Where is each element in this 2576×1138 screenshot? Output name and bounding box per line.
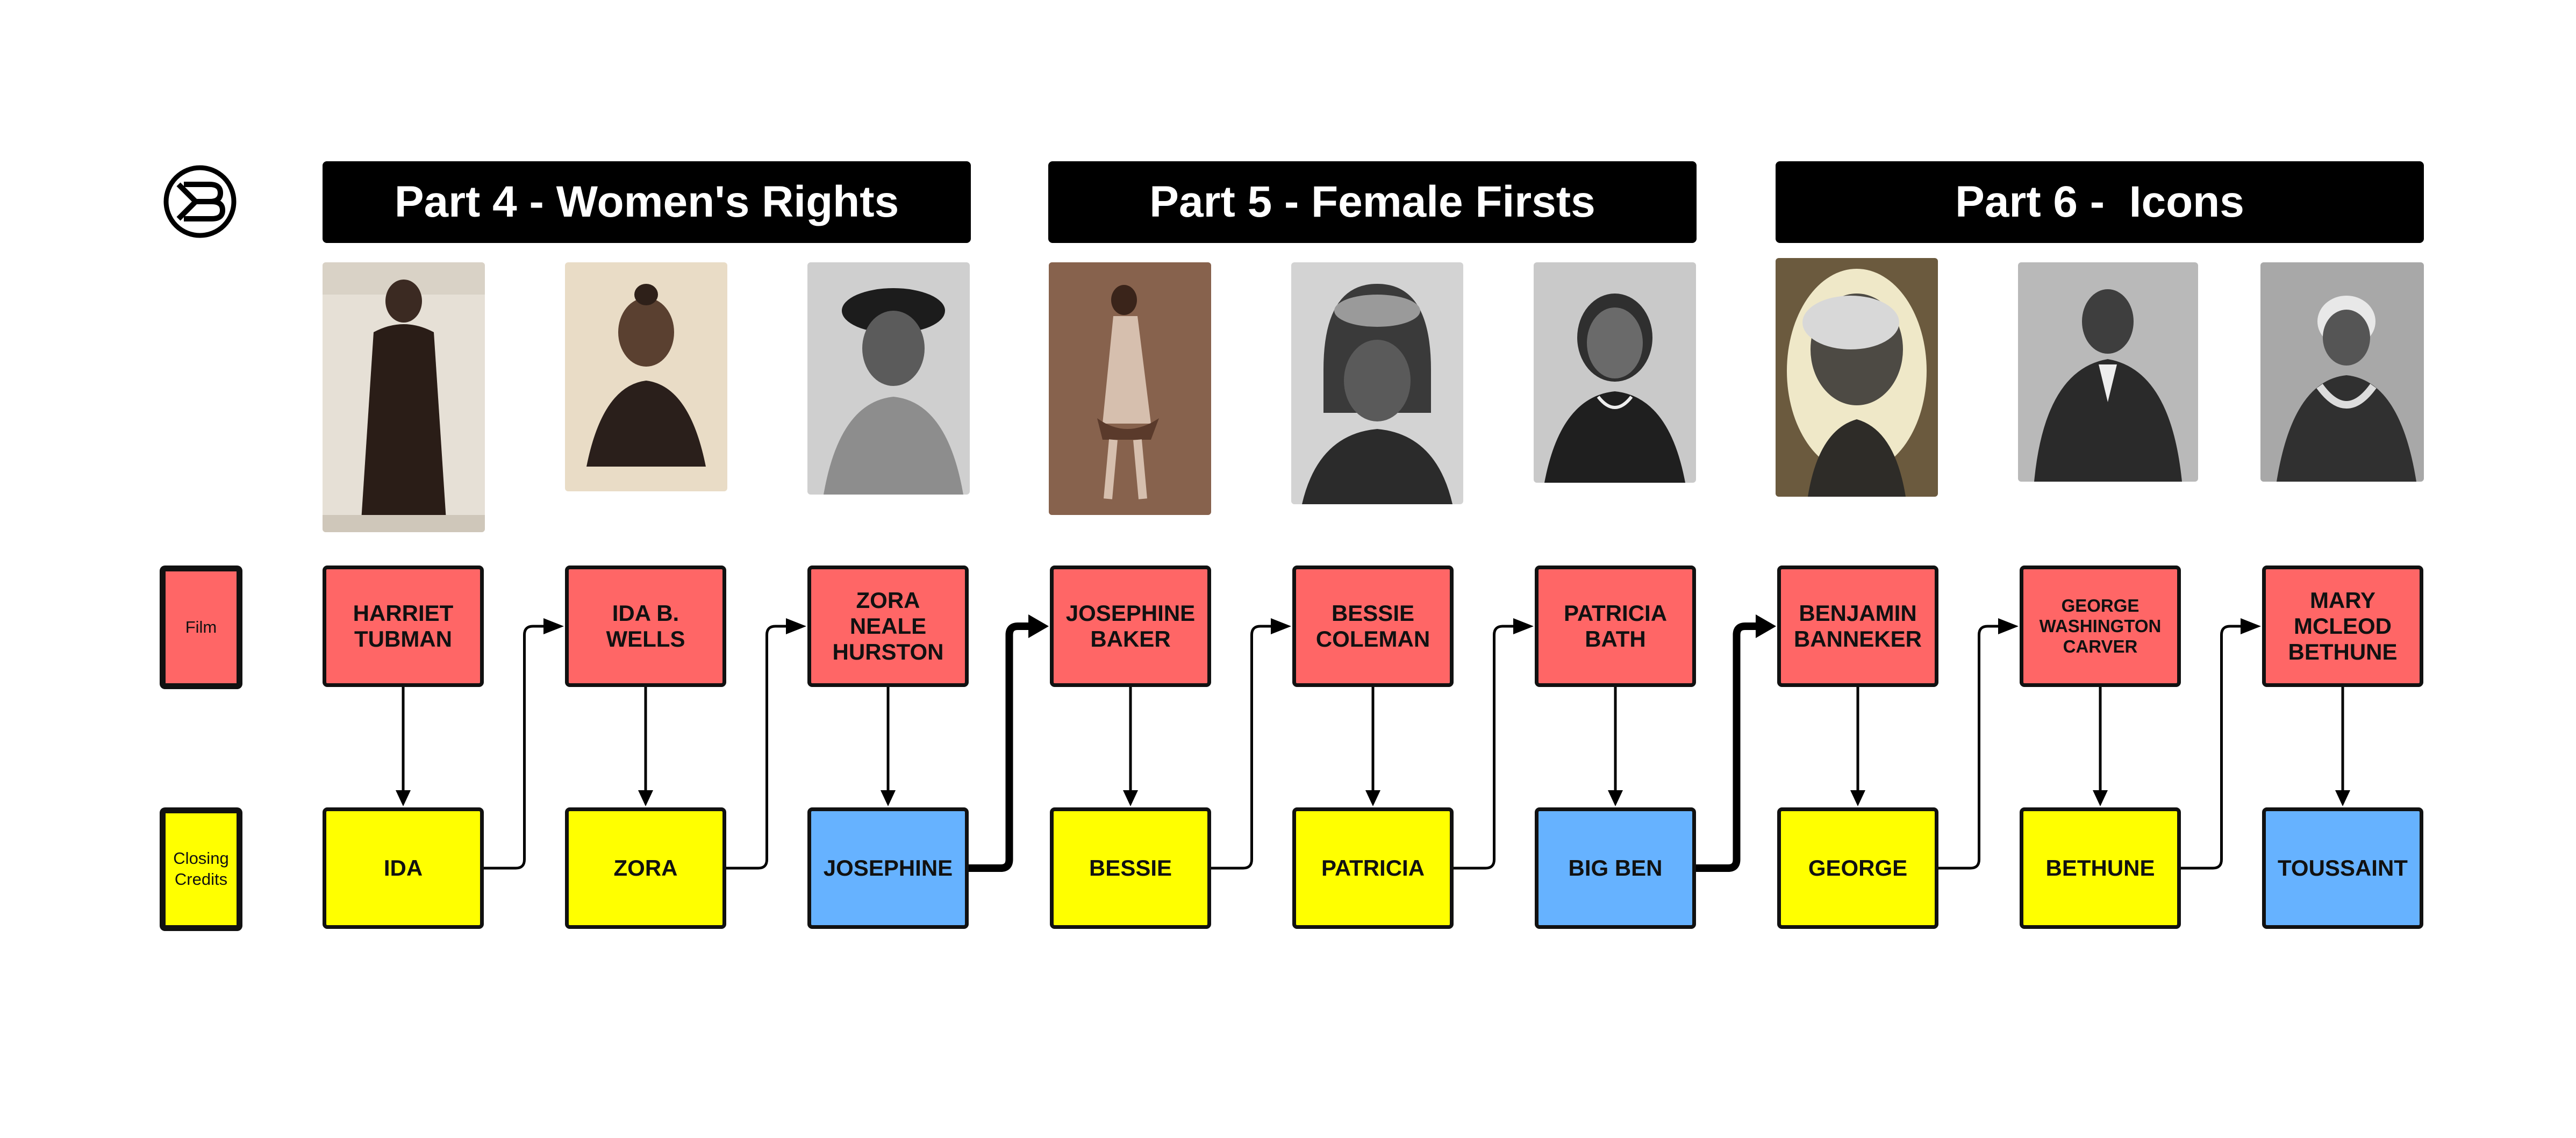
credit-box-george: GEORGE: [1777, 807, 1938, 929]
credit-box-toussaint: TOUSSAINT: [2262, 807, 2423, 929]
next-film-arrowhead: [1998, 618, 2019, 634]
legend-closing-credits: Closing Credits: [160, 807, 242, 931]
down-arrowhead: [396, 790, 411, 806]
credit-box-big-ben: BIG BEN: [1535, 807, 1696, 929]
film-box-patricia-bath: PATRICIA BATH: [1535, 566, 1696, 687]
down-arrowhead: [1850, 790, 1865, 806]
film-box-josephine-baker: JOSEPHINE BAKER: [1050, 566, 1211, 687]
credit-box-josephine: JOSEPHINE: [807, 807, 969, 929]
down-arrowhead: [1365, 790, 1380, 806]
next-film-arrowhead: [786, 618, 806, 634]
next-film-arrowhead: [1513, 618, 1534, 634]
next-film-arrow-line: [484, 626, 546, 868]
part-transition-arrow-line: [969, 626, 1031, 868]
credit-box-zora: ZORA: [565, 807, 726, 929]
film-box-benjamin-banneker: BENJAMIN BANNEKER: [1777, 566, 1938, 687]
next-film-arrow-line: [1938, 626, 2000, 868]
next-film-arrowhead: [543, 618, 564, 634]
film-box-bessie-coleman: BESSIE COLEMAN: [1292, 566, 1454, 687]
next-film-arrow-line: [1211, 626, 1273, 868]
credit-box-ida: IDA: [323, 807, 484, 929]
down-arrowhead: [2093, 790, 2108, 806]
legend-film: Film: [160, 566, 242, 689]
next-film-arrow-line: [1454, 626, 1515, 868]
film-box-mary-mcleod-bethune: MARY MCLEOD BETHUNE: [2262, 566, 2423, 687]
credit-box-bethune: BETHUNE: [2020, 807, 2181, 929]
down-arrowhead: [638, 790, 653, 806]
credit-box-patricia: PATRICIA: [1292, 807, 1454, 929]
film-box-ida-b-wells: IDA B. WELLS: [565, 566, 726, 687]
part-transition-arrowhead: [1756, 614, 1776, 638]
part-transition-arrowhead: [1028, 614, 1049, 638]
next-film-arrow-line: [2181, 626, 2243, 868]
next-film-arrowhead: [2241, 618, 2261, 634]
film-box-harriet-tubman: HARRIET TUBMAN: [323, 566, 484, 687]
down-arrowhead: [1608, 790, 1623, 806]
next-film-arrow-line: [726, 626, 788, 868]
down-arrowhead: [2335, 790, 2350, 806]
next-film-arrowhead: [1271, 618, 1291, 634]
down-arrowhead: [881, 790, 896, 806]
film-box-zora-neale-hurston: ZORA NEALE HURSTON: [807, 566, 969, 687]
film-box-george-washington-carver: GEORGE WASHINGTON CARVER: [2020, 566, 2181, 687]
credit-box-bessie: BESSIE: [1050, 807, 1211, 929]
down-arrowhead: [1123, 790, 1138, 806]
part-transition-arrow-line: [1696, 626, 1758, 868]
